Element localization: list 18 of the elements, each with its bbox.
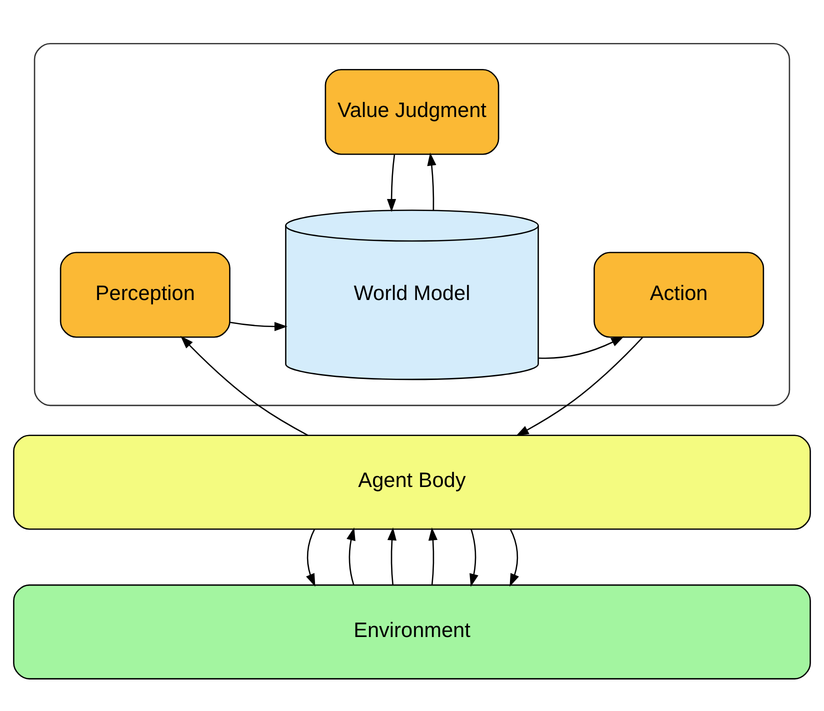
arrow (346, 526, 356, 585)
arrow (387, 526, 396, 584)
arrow (230, 321, 288, 331)
arrow (510, 528, 519, 586)
arrow (516, 336, 644, 436)
arrow (180, 335, 308, 436)
node-box: Value Judgment (324, 68, 500, 154)
arrow (428, 526, 438, 584)
arrow (470, 528, 478, 586)
arrow (306, 528, 316, 586)
node-box: Environment (13, 584, 811, 679)
node-box: Action (594, 251, 764, 338)
node-box: Agent Body (13, 434, 811, 530)
arrow (538, 336, 624, 358)
cluster (34, 42, 790, 406)
arrow (386, 154, 396, 212)
arrow (427, 152, 436, 210)
node-box: Perception (60, 251, 230, 338)
